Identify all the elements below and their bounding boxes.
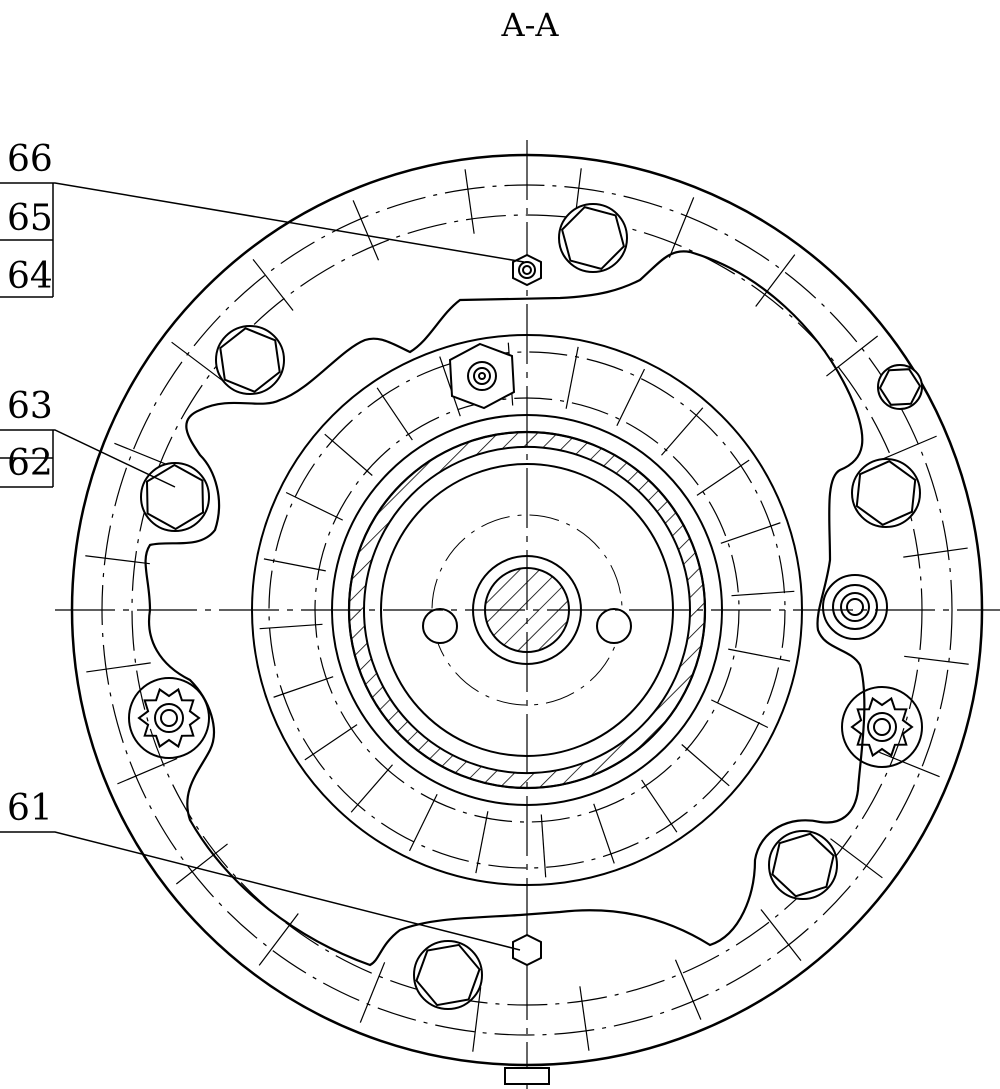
section-title: A-A (500, 6, 559, 44)
radial-line (540, 814, 547, 878)
radial-line (252, 258, 294, 311)
hex-bolt-head (768, 830, 838, 900)
upper-hex-bolt (448, 342, 516, 410)
radial-line (876, 435, 937, 463)
callout-dividers (0, 239, 53, 459)
radial-line (661, 407, 704, 456)
radial-line (85, 555, 150, 565)
callout-62: 62 (7, 443, 53, 484)
radial-line (259, 623, 323, 630)
radial-line (903, 547, 968, 558)
radial-line (439, 356, 461, 417)
radial-line (263, 558, 326, 572)
radial-line (826, 335, 879, 377)
radial-line (674, 959, 702, 1020)
radial-line (359, 962, 386, 1023)
radial-line (668, 197, 695, 258)
radial-line (352, 200, 380, 261)
callout-63: 63 (7, 386, 53, 427)
radial-line (879, 751, 940, 778)
radial-line (681, 744, 730, 787)
radial-line (728, 648, 791, 662)
radial-line (324, 433, 373, 476)
bolt-heads (140, 203, 923, 1010)
callout-64: 64 (7, 256, 53, 297)
radial-line (760, 909, 802, 962)
radial-line (731, 590, 795, 597)
hex-bolt-head (558, 203, 628, 273)
radial-line (755, 254, 796, 307)
radial-line (86, 662, 151, 673)
radial-line (696, 459, 750, 496)
radial-line (579, 986, 590, 1051)
hex-bolt-head (140, 462, 210, 532)
radial-line (464, 169, 475, 234)
hex-bolt-head (215, 325, 285, 395)
pin-hole-left (422, 608, 458, 644)
radial-line (171, 341, 224, 382)
radial-line (593, 803, 615, 864)
hex-bolt-head (851, 458, 921, 528)
radial-line (904, 655, 969, 665)
callout-61: 61 (7, 788, 53, 829)
radial-line (830, 838, 883, 879)
hex-bolt-head (877, 364, 923, 410)
radial-line (616, 368, 646, 427)
radial-line (117, 757, 178, 785)
radial-line (175, 843, 228, 885)
radial-line (350, 764, 393, 813)
right-fitting (822, 574, 888, 640)
inner-plate-outline (144, 250, 866, 967)
hex-bolt-head (413, 940, 483, 1010)
toothed-fitting-right (841, 686, 923, 768)
callout-leaders (0, 182, 525, 951)
center-lines (55, 140, 1000, 1089)
radial-line (475, 811, 489, 874)
radial-line (472, 987, 482, 1052)
top-hex-nut (512, 253, 542, 287)
radial-line (285, 491, 344, 521)
toothed-fitting-left (128, 677, 210, 759)
radial-line (376, 387, 413, 441)
radial-line (408, 793, 438, 852)
callout-65: 65 (7, 198, 53, 239)
radial-line (641, 779, 678, 833)
radial-line (258, 913, 299, 966)
radial-line (304, 724, 358, 761)
radial-line (720, 522, 781, 544)
radial-line (273, 676, 334, 698)
pin-hole-right (596, 608, 632, 644)
radial-line (565, 346, 579, 409)
callout-66: 66 (7, 139, 53, 180)
bottom-stub (504, 1067, 550, 1085)
bottom-hex-nut (512, 933, 542, 967)
radial-line (710, 699, 769, 729)
